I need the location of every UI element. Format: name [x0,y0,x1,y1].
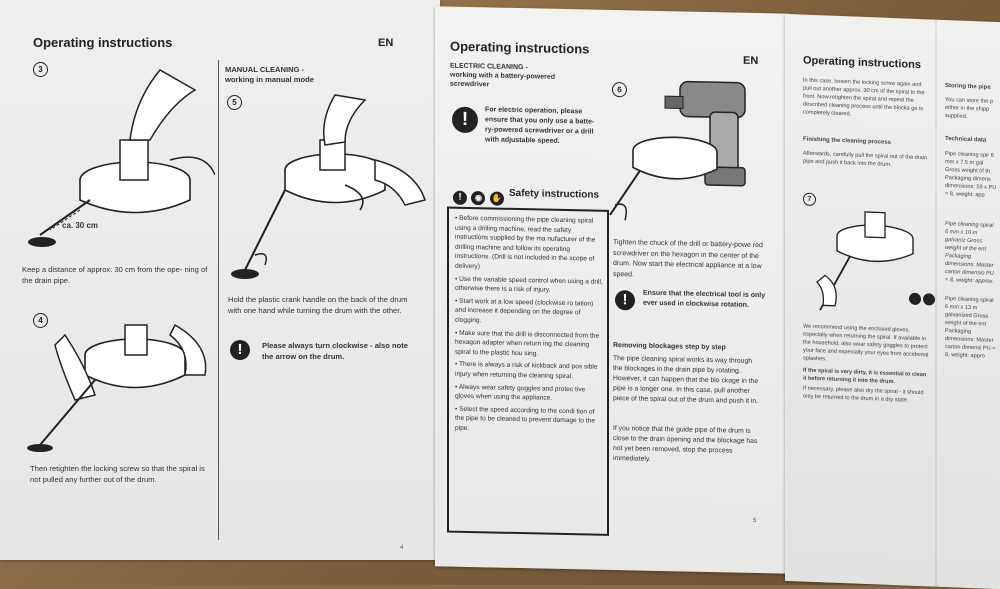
removing-blockages-heading: Removing blockages step by step [613,342,726,352]
gloves-icon: ✋ [489,191,504,206]
finishing-heading: Finishing the cleaning process [803,136,892,146]
safety-item: • Always wear safety goggles and protec … [455,383,586,402]
manual-cleaning-subheading: working in manual mode [225,75,315,84]
guide-pipe-text: If you notice that the guide pipe of the… [613,425,758,463]
retighten-text: Then retighten the locking screw so that… [30,464,205,484]
step7-illustration [816,211,935,311]
ensure-tool-text: Ensure that the electrical tool is only … [643,289,766,309]
warning-icon: ! [615,290,635,311]
keep-distance-text: Keep a distance of approx. 30 cm from th… [22,265,208,285]
language-label: EN [743,54,759,68]
safety-item: • Use the variable speed control when us… [455,275,603,294]
warning-icon: ! [453,190,467,205]
safety-icons: ! ◉ ✋ [453,187,504,206]
tighten-chuck-text: Tighten the chuck of the drill or batter… [613,239,763,278]
safety-item: • Start work at a low speed (clockwise r… [455,297,594,325]
page-number: 5 [753,517,757,525]
middle-page: Operating instructions EN ELECTRIC CLEAN… [435,6,790,574]
dirty-spiral-text: If necessary, please also dry the spiral… [803,385,924,404]
warning-icon: ! [230,340,250,360]
column-divider [218,60,219,540]
manual-cleaning-heading: MANUAL CLEANING - [225,65,305,74]
step-number-4: 4 [33,313,48,328]
drill-illustration [609,80,746,221]
technical-data-text: Pipe cleaning spir 6 mm x 7.5 m gal Gros… [945,151,997,199]
safety-item: • There is always a risk of kickback and… [455,361,598,381]
spec-block-1: Pipe cleaning spiral 6 mm x 10 m galvani… [945,221,994,285]
distance-label: ca. 30 cm [62,221,99,230]
safety-title: Safety instructions [509,187,600,201]
left-page: Operating instructions EN 3 ca. 30 cm Ke… [0,0,440,560]
storing-text: You can store the p either in the shipp … [945,97,993,120]
step3-illustration [28,69,215,247]
safety-item: • Select the speed according to the cond… [455,405,596,432]
finishing-text: Afterwards, carefully pull the spiral ou… [803,150,928,168]
page-fold [935,19,937,587]
safety-list: • Before commissioning the pipe cleaning… [455,214,603,440]
page-title: Operating instructions [33,35,173,50]
step4-illustration [27,323,207,452]
goggles-icon: ◉ [471,191,486,206]
language-label: EN [378,37,394,49]
gloves-recommendation-text: We recommend using the enclosed gloves, … [803,323,929,363]
hold-crank-text: Hold the plastic crank handle on the bac… [228,295,408,315]
step-number-5: 5 [227,95,242,110]
right-page: Operating instructions In this case, loo… [785,13,1000,589]
page-number: 4 [400,545,404,551]
loosen-screw-text: In this case, loosen the locking screw a… [803,77,925,118]
electric-warning-text: For electric operation, please ensure th… [485,106,595,145]
electric-cleaning-subheading: working with a battery-powered screwdriv… [450,71,556,89]
safety-instructions-box: • Before commissioning the pipe cleaning… [447,206,609,536]
removing-blockages-text: The pipe cleaning spiral works its way t… [613,355,759,406]
page-title: Operating instructions [803,54,921,72]
warning-icon: ! [452,106,478,134]
turn-clockwise-warning: Please always turn clockwise - also note… [262,341,409,361]
storing-heading: Storing the pipe [945,83,991,91]
safety-item: • Before commissioning the pipe cleaning… [455,214,596,271]
step5-illustration [231,94,426,279]
page-title: Operating instructions [450,38,590,57]
safety-item: • Make sure that the drill is disconnect… [455,329,600,358]
spec-block-2: Pipe cleaning spiral 6 mm x 13 m galvani… [945,296,996,360]
step-number-3: 3 [33,62,48,77]
technical-data-heading: Technical data [945,136,987,144]
